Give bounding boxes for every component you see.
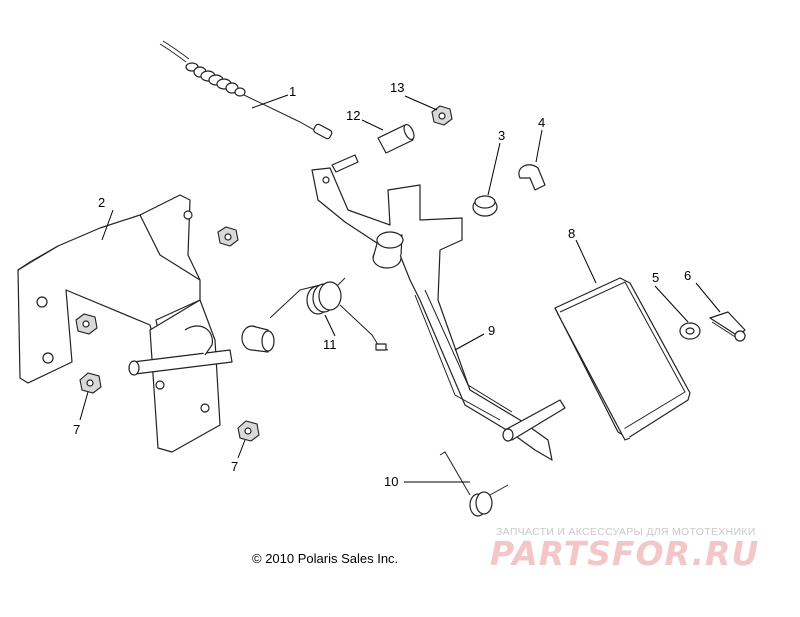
part-4-clip [518,164,546,191]
part-5-washer [679,322,701,340]
part-3-bushing [472,195,498,217]
watermark-caption: ЗАПЧАСТИ И АКСЕССУАРЫ ДЛЯ МОТОТЕХНИКИ [496,526,756,538]
callout-12: 12 [346,108,360,123]
copyright-notice: © 2010 Polaris Sales Inc. [252,551,399,566]
part-11-spring [269,277,389,351]
part-6-cotter-pin [709,311,746,342]
part-9-pedal-arm [311,154,566,461]
callout-6: 6 [684,268,691,283]
callout-11: 11 [323,337,337,352]
part-10-return-spring [439,451,509,517]
callout-2: 2 [98,195,105,210]
callout-leaders [79,94,721,483]
part-1-cable [159,40,333,140]
part-7-nut-group [75,226,260,442]
callout-1: 1 [289,84,296,99]
part-8-pedal-pad [554,277,691,441]
part-13-nut [431,105,453,126]
watermark-logo: PARTSFOR.RU [490,534,760,573]
part-2-bracket [17,194,221,453]
callout-3: 3 [498,128,505,143]
callout-13: 13 [390,80,404,95]
callout-5: 5 [652,270,659,285]
callout-10: 10 [384,474,398,489]
bushing [241,325,275,353]
callout-8: 8 [568,226,575,241]
callout-9: 9 [488,323,495,338]
callout-7a: 7 [73,422,80,437]
part-12-sleeve [377,123,415,154]
pivot-shaft [128,325,233,376]
callout-4: 4 [538,115,545,130]
callout-7b: 7 [231,459,238,474]
